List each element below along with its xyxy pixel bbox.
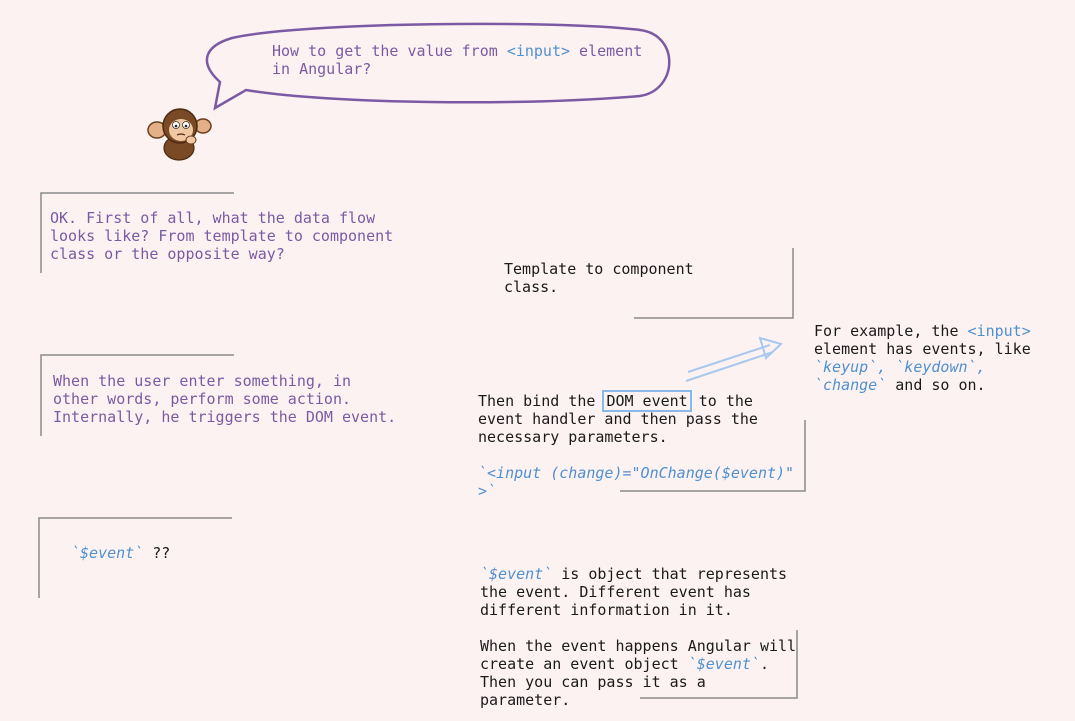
- block4-code1: <input>: [967, 322, 1031, 340]
- dom-event-highlight: DOM event: [602, 390, 692, 412]
- block1-text: OK. First of all, what the data flow loo…: [50, 209, 394, 263]
- block7-paragraph1: `$event` is object that represents the e…: [480, 565, 798, 619]
- block5-text: Then bind the DOM event to the event han…: [478, 390, 803, 500]
- block3-text: When the user enter something, in other …: [53, 372, 397, 426]
- question-text: How to get the value from <input> elemen…: [272, 42, 667, 78]
- block6-after: ??: [143, 544, 171, 562]
- block4-part3: and so on.: [886, 376, 986, 394]
- block5-paragraph: Then bind the DOM event to the event han…: [478, 390, 803, 446]
- block4-code2: `keyup`, `keydown`, `change`: [814, 358, 986, 394]
- block7-text: `$event` is object that represents the e…: [480, 565, 798, 709]
- question-text-part1: How to get the value from: [272, 42, 507, 60]
- block7-paragraph2: When the event happens Angular will crea…: [480, 637, 798, 709]
- block7-part3: . Then you can pass it as a parameter.: [480, 655, 769, 709]
- block4-part1: For example, the: [814, 322, 968, 340]
- question-code: <input>: [506, 42, 571, 60]
- block5-part1: Then bind the: [478, 392, 605, 410]
- block7-part1: is object that represents the event. Dif…: [480, 565, 788, 619]
- block6-code: `$event`: [71, 544, 144, 562]
- block5-part2: to the event handler and then pass the n…: [478, 392, 758, 446]
- block7-code: `$event`: [480, 565, 553, 583]
- question-text-part2: element in Angular?: [272, 42, 643, 78]
- block4-text: For example, the <input> element has eve…: [814, 322, 1064, 394]
- block4-part2: element has events, like: [814, 340, 1031, 358]
- block5-code: `<input (change)="OnChange($event)" >`: [478, 464, 795, 500]
- block7-code2: `$event`: [687, 655, 760, 673]
- block2-text: Template to component class.: [504, 260, 694, 296]
- block6-text: `$event` ??: [71, 544, 170, 562]
- monkey-icon: [145, 100, 215, 162]
- block7-part2: When the event happens Angular will crea…: [480, 637, 797, 673]
- arrow-icon: [685, 336, 783, 382]
